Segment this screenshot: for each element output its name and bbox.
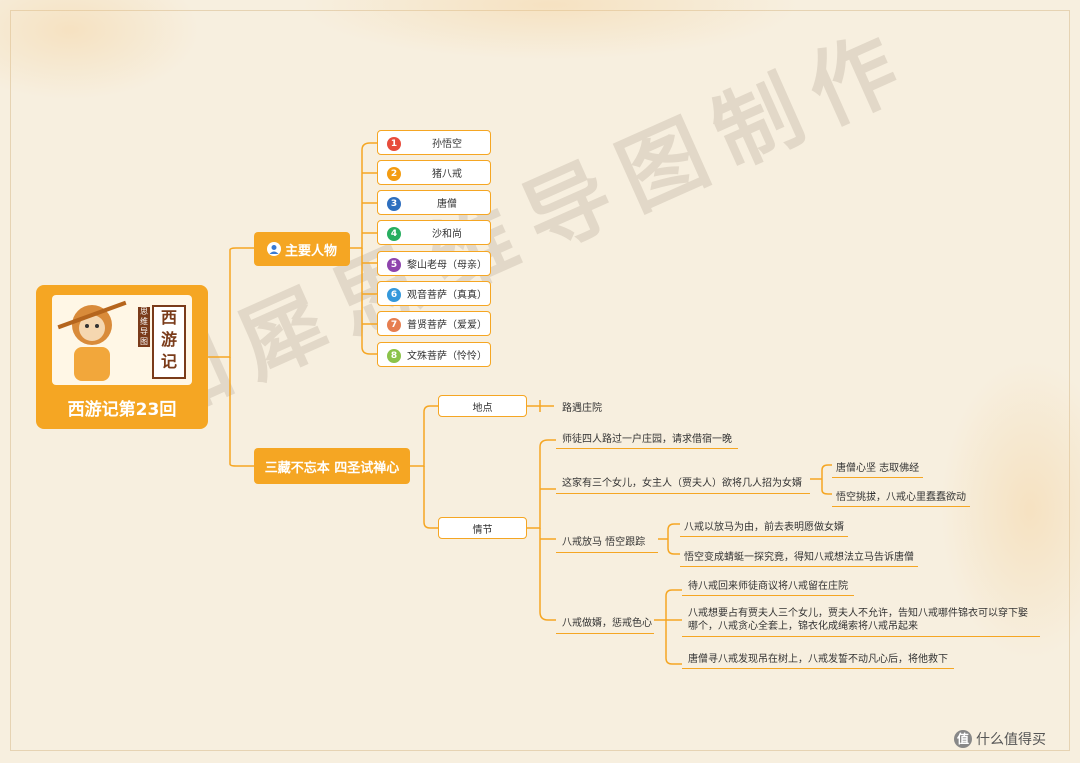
footer-brand: 值 什么值得买 — [954, 729, 1046, 749]
character-item[interactable]: 3 唐僧 — [377, 190, 491, 215]
number-badge: 6 — [387, 288, 401, 302]
plot-scene-2-detail: 八戒以放马为由，前去表明愿做女婿 — [680, 518, 848, 537]
branch-main-characters-label: 主要人物 — [284, 243, 337, 259]
character-item[interactable]: 8 文殊菩萨（怜怜） — [377, 342, 491, 367]
cover-image: 思维导图 西游记 — [52, 295, 192, 385]
monkey-king-illustration — [57, 300, 127, 381]
number-badge: 4 — [387, 227, 401, 241]
number-badge: 7 — [387, 318, 401, 332]
character-name: 孙悟空 — [432, 139, 462, 150]
plot-scene-3: 八戒做婿，惩戒色心 — [556, 614, 654, 634]
node-place[interactable]: 地点 — [438, 395, 527, 417]
character-item[interactable]: 4 沙和尚 — [377, 220, 491, 245]
plot-scene-1-detail: 悟空挑拔，八戒心里蠢蠢欲动 — [832, 488, 970, 507]
character-name: 沙和尚 — [432, 229, 462, 240]
cover-title: 西游记 — [160, 308, 177, 371]
character-item[interactable]: 2 猪八戒 — [377, 160, 491, 185]
decor-cloud-right — [940, 360, 1080, 660]
character-name: 黎山老母（母亲） — [407, 260, 487, 271]
character-name: 文殊菩萨（怜怜） — [407, 351, 487, 362]
number-badge: 2 — [387, 167, 401, 181]
root-node[interactable]: 思维导图 西游记 西游记第23回 — [36, 285, 208, 429]
character-item[interactable]: 5 黎山老母（母亲） — [377, 251, 491, 276]
cover-book: 西游记 — [152, 305, 186, 379]
place-value: 路遇庄院 — [562, 403, 602, 414]
plot-intro: 师徒四人路过一户庄园，请求借宿一晚 — [556, 430, 738, 449]
plot-scene-3-detail: 唐僧寻八戒发现吊在树上，八戒发誓不动凡心后，将他救下 — [682, 650, 954, 669]
branch-story-label: 三藏不忘本 四圣试禅心 — [264, 460, 400, 476]
character-name: 猪八戒 — [432, 169, 462, 180]
node-place-label: 地点 — [472, 402, 493, 414]
plot-scene-1: 这家有三个女儿，女主人（贾夫人）欲将几人招为女婿 — [556, 474, 810, 494]
node-plot[interactable]: 情节 — [438, 517, 527, 539]
character-item[interactable]: 7 普贤菩萨（爱爱） — [377, 311, 491, 336]
smzdm-logo-icon: 值 — [954, 730, 972, 748]
character-name: 普贤菩萨（爱爱） — [407, 320, 487, 331]
number-badge: 3 — [387, 197, 401, 211]
footer-text: 什么值得买 — [976, 732, 1046, 748]
cover-tag: 思维导图 — [138, 307, 150, 347]
number-badge: 5 — [387, 258, 401, 272]
plot-scene-3-detail: 八戒想要占有贾夫人三个女儿，贾夫人不允许，告知八戒哪件锦衣可以穿下娶哪个，八戒贪… — [682, 607, 1040, 637]
number-badge: 8 — [387, 349, 401, 363]
plot-scene-2-detail: 悟空变成蜻蜓一探究竟，得知八戒想法立马告诉唐僧 — [680, 548, 918, 567]
branch-story[interactable]: 三藏不忘本 四圣试禅心 — [254, 448, 410, 484]
character-item[interactable]: 1 孙悟空 — [377, 130, 491, 155]
character-name: 唐僧 — [437, 199, 457, 210]
page-frame — [10, 10, 1070, 751]
plot-scene-2: 八戒放马 悟空跟踪 — [556, 533, 658, 553]
branch-main-characters[interactable]: 主要人物 — [254, 232, 350, 266]
user-icon — [266, 242, 281, 256]
plot-scene-3-detail: 待八戒回来师徒商议将八戒留在庄院 — [682, 577, 854, 596]
number-badge: 1 — [387, 137, 401, 151]
root-title: 西游记第23回 — [67, 400, 177, 420]
character-item[interactable]: 6 观音菩萨（真真） — [377, 281, 491, 306]
plot-scene-1-detail: 唐僧心坚 志取佛经 — [832, 459, 924, 478]
node-plot-label: 情节 — [472, 524, 493, 536]
character-name: 观音菩萨（真真） — [407, 290, 487, 301]
